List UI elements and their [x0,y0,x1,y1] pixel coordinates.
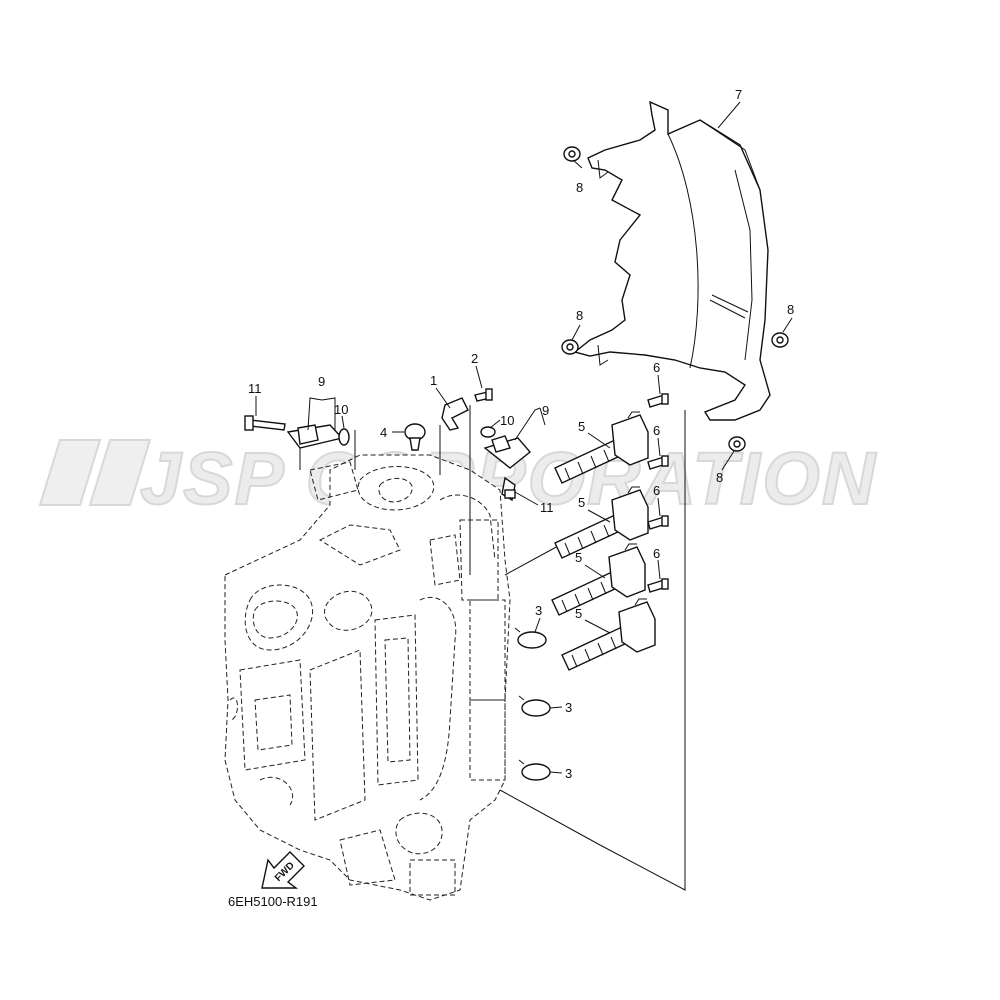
callout-6-b: 6 [653,423,660,438]
callout-leaders [255,101,793,774]
grommet-left [561,339,579,355]
callout-10-right: 10 [500,413,514,428]
callout-11-right: 11 [540,500,554,515]
callout-11-left: 11 [248,381,262,396]
callout-3-b: 3 [565,700,572,715]
fwd-arrow-icon: FWD [261,851,305,889]
callout-3-c: 3 [565,766,572,781]
ignition-cover [573,100,771,421]
callout-5-a: 5 [578,419,585,434]
ignition-coil-3 [551,543,646,616]
ignition-coil-4 [561,598,656,671]
grommet-right [771,332,789,348]
callout-8-top: 8 [576,180,583,195]
grommet-bottom [728,436,746,452]
callout-1: 1 [430,373,437,388]
callout-8-bottom: 8 [716,470,723,485]
grommet-top [563,146,581,162]
callout-9-right: 9 [542,403,549,418]
callout-6-d: 6 [653,546,660,561]
clip-3 [518,759,551,781]
bolt-1 [647,393,669,408]
o-ring-right [480,426,496,438]
callout-5-c: 5 [575,550,582,565]
callout-6-a: 6 [653,360,660,375]
callout-8-right: 8 [787,302,794,317]
bolt-4 [647,578,669,593]
o-ring-left [338,428,350,446]
sensor-part-4 [404,423,426,451]
sensor-assembly-left [286,424,344,449]
sensor-assembly-right [483,435,532,469]
callout-7: 7 [735,87,742,102]
callout-2: 2 [471,351,478,366]
bolt-2 [647,455,669,470]
bolt-left-part-11 [244,415,286,431]
bolt-right-part-11 [501,476,516,502]
callout-4: 4 [380,425,387,440]
callout-8-left: 8 [576,308,583,323]
ignition-coil-1 [554,411,649,484]
bolt-part-2 [474,388,493,402]
callout-3-a: 3 [535,603,542,618]
ignition-coil-2 [554,486,649,559]
bolt-3 [647,515,669,530]
clip-1 [514,627,547,649]
drawing-code: 6EH5100-R191 [228,894,318,909]
callout-6-c: 6 [653,483,660,498]
callout-10-left: 10 [334,402,348,417]
clip-2 [518,695,551,717]
engine-block [224,454,511,901]
callout-5-d: 5 [575,606,582,621]
callout-9-left: 9 [318,374,325,389]
callout-5-b: 5 [578,495,585,510]
leader-lines [299,405,686,891]
